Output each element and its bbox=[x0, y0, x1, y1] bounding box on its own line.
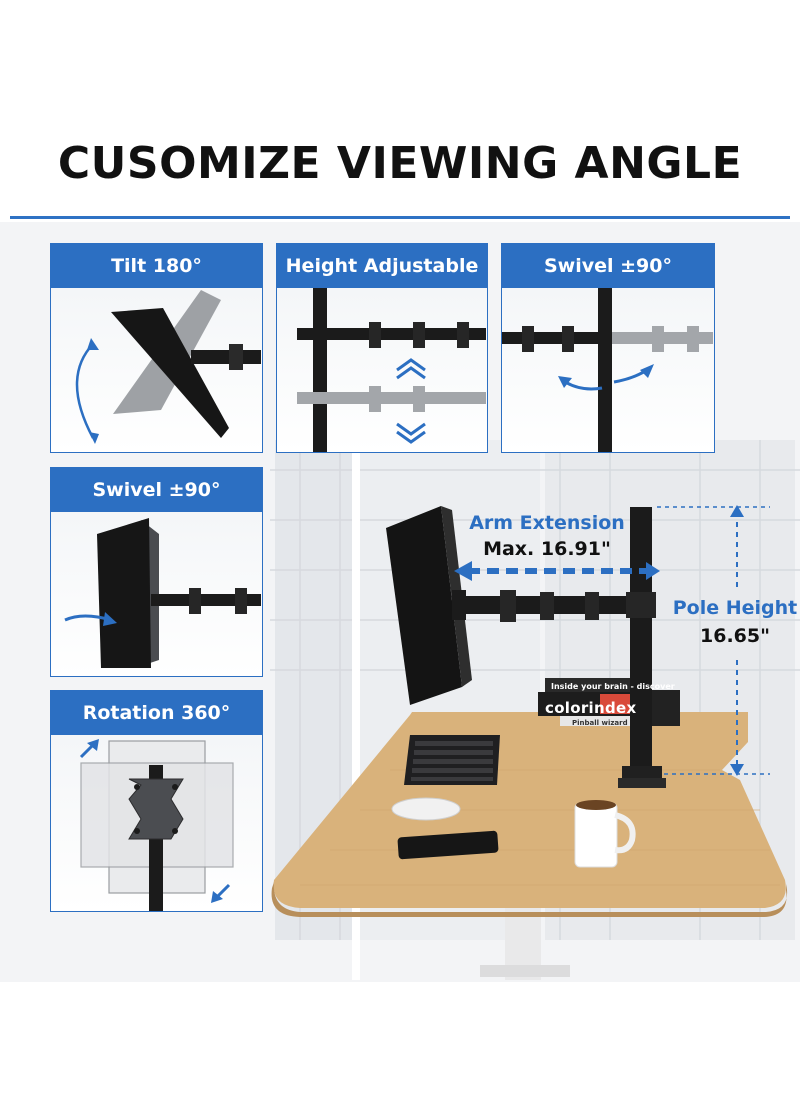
height-ghost-joint-2 bbox=[413, 386, 425, 412]
arm-joint-2 bbox=[500, 590, 516, 622]
arm-extension-arrowhead-right bbox=[646, 562, 660, 580]
panel-height: Height Adjustable bbox=[276, 243, 488, 453]
pole-height-arrow-top bbox=[730, 505, 744, 517]
mount-pole bbox=[630, 507, 652, 777]
panel-rotation-illustration bbox=[51, 735, 262, 911]
panel-swivel-left: Swivel ±90° bbox=[50, 467, 263, 677]
book-title-middle: colorindex bbox=[545, 699, 637, 717]
arm-joint-1 bbox=[452, 590, 466, 620]
panel-swivel-top: Swivel ±90° bbox=[501, 243, 715, 453]
rotation-arrowhead-bottom bbox=[211, 891, 223, 903]
swivel-left-joint-1 bbox=[189, 588, 201, 614]
swivel-joint-1 bbox=[522, 326, 534, 352]
window-mullion bbox=[352, 440, 360, 980]
panel-height-title: Height Adjustable bbox=[277, 244, 487, 288]
chevron-down-icon bbox=[396, 422, 426, 436]
tilt-arm-joint bbox=[229, 344, 243, 370]
vesa-hole-3 bbox=[134, 828, 140, 834]
swivel-left-monitor bbox=[97, 518, 151, 668]
monitor-panel bbox=[386, 506, 462, 705]
pole-height-label: Pole Height bbox=[672, 597, 798, 619]
panel-rotation-title: Rotation 360° bbox=[51, 691, 262, 735]
panel-swivel-top-illustration bbox=[502, 288, 714, 452]
height-joint-2 bbox=[413, 322, 425, 348]
panel-tilt-title: Tilt 180° bbox=[51, 244, 262, 288]
height-joint-1 bbox=[369, 322, 381, 348]
swivel-left-rotate-arrow bbox=[103, 612, 117, 626]
rotation-arrowhead-top bbox=[87, 739, 99, 751]
book-title-top: Inside your brain - discover bbox=[551, 682, 675, 691]
height-ghost-joint-1 bbox=[369, 386, 381, 412]
chevron-down-icon-2 bbox=[396, 430, 426, 444]
height-joint-3 bbox=[457, 322, 469, 348]
vesa-hole-1 bbox=[134, 784, 140, 790]
tilt-arm bbox=[191, 350, 261, 364]
pole-height-value: 16.65" bbox=[700, 625, 770, 647]
panel-height-illustration bbox=[277, 288, 487, 452]
panel-rotation: Rotation 360° bbox=[50, 690, 263, 912]
tilt-arc-arrow-bottom bbox=[89, 432, 99, 444]
pole-height-arrow-bottom bbox=[730, 764, 744, 776]
desk-foot bbox=[480, 965, 570, 977]
tilt-arc-arrow-top bbox=[87, 338, 99, 350]
arm-joint-4 bbox=[585, 592, 599, 620]
vesa-hole-2 bbox=[172, 784, 178, 790]
panel-swivel-top-title: Swivel ±90° bbox=[502, 244, 714, 288]
arm-extension-label: Arm Extension bbox=[469, 512, 625, 534]
chevron-up-icon bbox=[396, 358, 426, 372]
panel-tilt: Tilt 180° bbox=[50, 243, 263, 453]
keyboard-keys bbox=[411, 741, 493, 781]
headline-rule bbox=[10, 216, 790, 219]
panel-swivel-left-illustration bbox=[51, 512, 262, 676]
arm-extension-arrowhead-left bbox=[454, 561, 472, 581]
rotate-arrow-head-left bbox=[558, 376, 572, 388]
chevron-up-icon-2 bbox=[396, 366, 426, 380]
arm-joint-3 bbox=[540, 592, 554, 620]
swivel-joint-2 bbox=[562, 326, 574, 352]
swivel-left-joint-2 bbox=[235, 588, 247, 614]
book-title-bottom: Pinball wizard bbox=[572, 719, 628, 727]
swivel-left-arm bbox=[151, 594, 261, 606]
rotate-arrow-head-right bbox=[640, 364, 654, 378]
phone bbox=[397, 830, 499, 860]
headline: CUSOMIZE VIEWING ANGLE bbox=[57, 138, 743, 189]
pole-collar bbox=[626, 592, 656, 618]
height-arm-upper bbox=[297, 328, 486, 340]
clamp-plate bbox=[618, 778, 666, 788]
panel-swivel-left-title: Swivel ±90° bbox=[51, 468, 262, 512]
swivel-arm bbox=[502, 332, 612, 344]
vesa-hole-4 bbox=[172, 828, 178, 834]
mug-handle bbox=[614, 812, 636, 854]
mouse bbox=[391, 797, 461, 821]
book-bottom bbox=[560, 716, 650, 726]
book-top bbox=[545, 678, 640, 692]
desk-clamp bbox=[622, 766, 662, 780]
height-pole bbox=[313, 288, 327, 452]
height-arm-ghost bbox=[297, 392, 486, 404]
desk-top-edge bbox=[271, 882, 788, 917]
swivel-ghost-joint-2 bbox=[687, 326, 699, 352]
mug bbox=[574, 802, 618, 868]
mug-coffee bbox=[576, 800, 616, 810]
panel-tilt-illustration bbox=[51, 288, 262, 452]
swivel-pole bbox=[598, 288, 612, 452]
tilt-arc-icon bbox=[75, 343, 95, 439]
tilt-monitor bbox=[111, 308, 229, 438]
swivel-ghost-joint-1 bbox=[652, 326, 664, 352]
arm-extension-value: Max. 16.91" bbox=[483, 538, 611, 560]
